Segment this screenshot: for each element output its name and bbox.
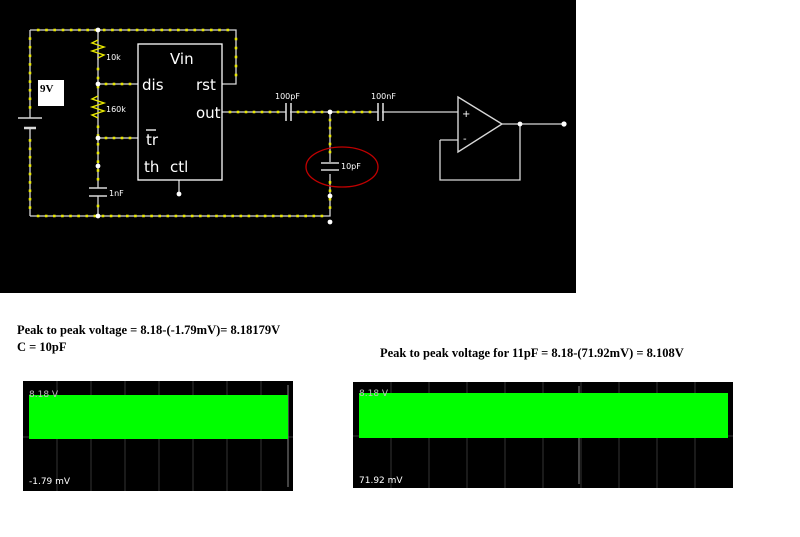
scope-min-label: 71.92 mV bbox=[359, 476, 403, 486]
op-amp-minus: - bbox=[463, 134, 467, 145]
battery-symbol bbox=[18, 116, 42, 132]
pin-out-label: out bbox=[196, 104, 221, 122]
pin-vin-label: Vin bbox=[170, 50, 194, 68]
battery-label: 9V bbox=[40, 83, 54, 95]
pin-rst-label: rst bbox=[196, 76, 216, 94]
resistor-10k bbox=[89, 39, 107, 59]
note-peak-to-peak-10pf: Peak to peak voltage = 8.18-(-1.79mV)= 8… bbox=[17, 323, 281, 337]
note-capacitance: C = 10pF bbox=[17, 340, 67, 354]
scope-max-label: 8.18 V bbox=[29, 390, 59, 400]
op-amp bbox=[457, 95, 504, 154]
pin-ctl-label: ctl bbox=[170, 158, 188, 176]
scope-trace bbox=[359, 393, 728, 438]
scope-trace bbox=[29, 395, 288, 439]
battery-label-box bbox=[38, 80, 64, 106]
oscilloscope-11pf: 8.18 V 71.92 mV bbox=[353, 382, 733, 488]
highlight-circle bbox=[305, 146, 379, 188]
capacitor-100pf-label: 100pF bbox=[275, 92, 300, 101]
capacitor-10pf-label: 10pF bbox=[341, 162, 361, 171]
resistor-10k-label: 10k bbox=[106, 53, 121, 62]
scope-min-label: -1.79 mV bbox=[29, 477, 71, 487]
resistor-160k-label: 160k bbox=[106, 105, 126, 114]
pin-th-label: th bbox=[144, 158, 159, 176]
circuit-schematic: Vin dis rst out tr th ctl 9V 10k 160k 1n… bbox=[0, 0, 576, 293]
capacitor-100pf bbox=[285, 103, 292, 121]
capacitor-100nf-label: 100nF bbox=[371, 92, 396, 101]
capacitor-10pf bbox=[321, 162, 339, 171]
capacitor-100nf bbox=[377, 103, 384, 121]
op-amp-plus: + bbox=[462, 109, 470, 120]
resistor-160k bbox=[89, 95, 107, 119]
nodes bbox=[95, 27, 567, 225]
oscilloscope-10pf: 8.18 V -1.79 mV bbox=[23, 381, 293, 491]
current-dots bbox=[28, 28, 372, 218]
pin-tr-label: tr bbox=[146, 131, 159, 149]
pin-dis-label: dis bbox=[142, 76, 164, 94]
note-peak-to-peak-11pf: Peak to peak voltage for 11pF = 8.18-(71… bbox=[380, 346, 684, 360]
timer-555-chip bbox=[137, 43, 223, 181]
capacitor-1nf bbox=[89, 187, 107, 197]
scope-max-label: 8.18 V bbox=[359, 389, 389, 399]
capacitor-1nf-label: 1nF bbox=[109, 189, 124, 198]
